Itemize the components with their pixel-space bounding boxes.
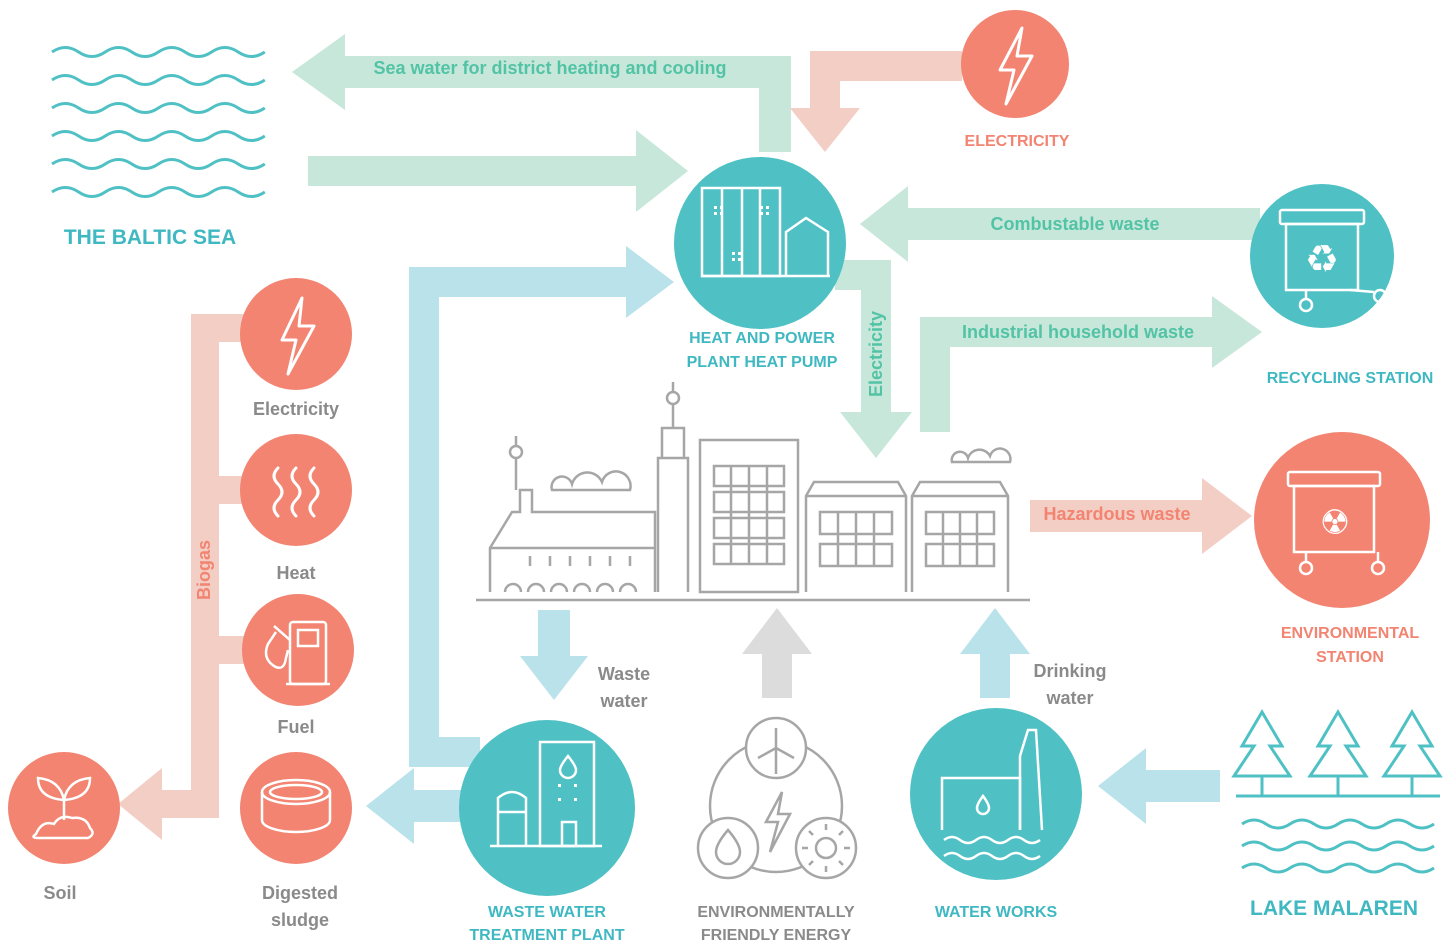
green-energy-label-line1: ENVIRONMENTALLY (697, 904, 855, 921)
sea-water-inflow-arrow-head (636, 130, 688, 212)
baltic-sea-label: THE BALTIC SEA (64, 226, 236, 249)
electricity-down-arrow (835, 260, 891, 415)
drinking-water-arrow (980, 650, 1010, 698)
waste-water-arrow-head (520, 656, 588, 700)
sprout-icon (32, 776, 94, 840)
combustible-waste-arrow (900, 208, 1260, 240)
biogas-heat-label: Heat (276, 563, 315, 583)
water-works-icon (940, 728, 1044, 861)
waste-water-arrow (538, 610, 570, 658)
treated-water-to-chp-arrow-head (626, 246, 674, 318)
drinking-water-arrow-head (960, 608, 1030, 654)
heat-waves-icon (272, 466, 320, 518)
soil-label: Soil (43, 883, 76, 903)
lake-water-arrow-head (1098, 748, 1146, 824)
radiation-symbol-icon: ☢ (1320, 503, 1350, 543)
chp-label-line2: PLANT HEAT PUMP (687, 354, 838, 371)
industrial-waste-arrow (920, 317, 1215, 432)
hazardous-waste-arrow-head (1202, 478, 1252, 554)
wwtp-window-dots (558, 784, 577, 801)
digested-sludge-label-line1: Digested (262, 883, 338, 903)
green-energy-arrow-head (742, 608, 812, 654)
electricity-label: ELECTRICITY (965, 133, 1070, 150)
biogas-arrow-head (118, 768, 162, 840)
biogas-heat-circle (240, 434, 352, 546)
lake-malaren-icon (1231, 709, 1443, 874)
industrial-waste-label: Industrial household waste (962, 322, 1194, 342)
chp-window-dots (714, 206, 769, 261)
biogas-fuel-circle (242, 594, 354, 706)
sea-water-flow-label: Sea water for district heating and cooli… (373, 58, 726, 78)
recycle-symbol-icon: ♻ (1305, 237, 1339, 281)
treated-water-to-chp-arrow (409, 267, 630, 767)
digested-sludge-label-line2: sludge (271, 910, 329, 930)
environmental-label-line1: ENVIRONMENTAL (1281, 625, 1420, 642)
wwtp-label-line2: TREATMENT PLANT (469, 927, 624, 944)
chp-label-line1: HEAT AND POWER (689, 330, 835, 347)
electricity-circle (961, 10, 1069, 118)
wwtp-label-line1: WASTE WATER (488, 904, 606, 921)
green-energy-arrow (762, 650, 792, 698)
hazardous-waste-arrow (1030, 500, 1205, 532)
sea-water-inflow-arrow (308, 156, 638, 186)
sludge-arrow (410, 790, 462, 822)
green-energy-label-line2: FRIENDLY ENERGY (701, 927, 852, 944)
environmental-circle (1254, 432, 1430, 608)
electricity-flow-label: Electricity (866, 311, 886, 397)
recycling-circle (1250, 184, 1394, 328)
industrial-waste-arrow-head (1212, 296, 1262, 368)
environmental-bin-icon (1286, 470, 1386, 576)
wwtp-circle (459, 720, 635, 896)
waste-water-label-line2: water (599, 691, 647, 711)
combustible-waste-arrow-head (860, 186, 908, 262)
baltic-sea-waves-icon (51, 46, 266, 198)
hazardous-waste-label: Hazardous waste (1043, 504, 1190, 524)
sludge-tank-icon (260, 778, 332, 834)
electricity-in-arrow (810, 51, 962, 110)
lake-malaren-label: LAKE MALAREN (1250, 897, 1418, 920)
combustible-waste-label: Combustable waste (990, 214, 1159, 234)
waste-water-label-line1: Waste (598, 664, 650, 684)
lightning-bolt-icon (998, 26, 1034, 106)
sea-water-outflow-arrow (345, 56, 791, 152)
environmental-label-line2: STATION (1316, 649, 1384, 666)
digested-sludge-circle (240, 752, 352, 864)
electricity-in-arrow-head (790, 108, 860, 152)
water-works-circle (910, 708, 1082, 880)
drinking-water-label-line1: Drinking (1033, 661, 1106, 681)
power-plant-icon (700, 186, 830, 278)
recycling-label: RECYCLING STATION (1267, 370, 1434, 387)
lake-water-arrow (1142, 770, 1220, 802)
biogas-lightning-icon (280, 296, 316, 376)
drinking-water-label-line2: water (1045, 688, 1093, 708)
sea-water-outflow-arrow-head (292, 34, 345, 110)
wwtp-droplet-icon (558, 753, 578, 780)
biogas-label: Biogas (194, 540, 214, 600)
electricity-down-arrow-head (840, 412, 912, 458)
biogas-electricity-circle (240, 278, 352, 390)
fuel-pump-icon (264, 620, 330, 686)
water-works-label: WATER WORKS (935, 904, 1058, 921)
recycling-bin-icon (1278, 208, 1388, 313)
treatment-plant-icon (490, 740, 602, 848)
sludge-arrow-head (366, 768, 414, 844)
city-skyline-icon (476, 382, 1030, 602)
biogas-fuel-label: Fuel (277, 717, 314, 737)
biogas-electricity-label: Electricity (253, 399, 339, 419)
green-energy-icon (696, 716, 858, 880)
